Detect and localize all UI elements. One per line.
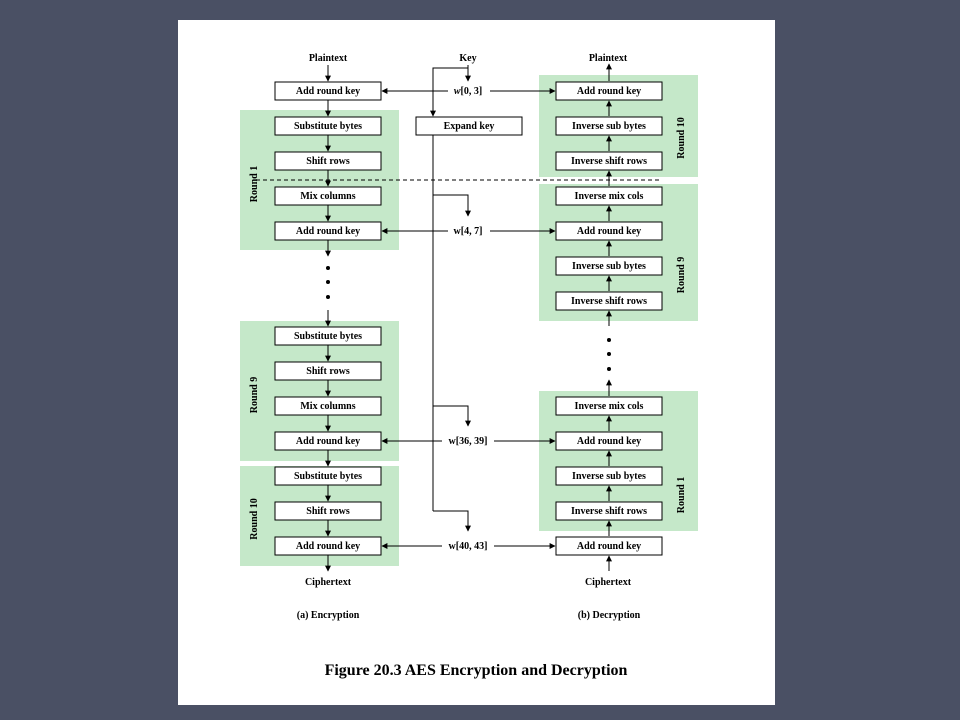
dec-round-10-label: Round 10 [676,117,687,158]
key-to-round-arrows [381,88,556,549]
key-label: Key [459,53,476,64]
key-word-36-39-range: [36, 39] [456,436,488,447]
figure-title: Figure 20.3 AES Encryption and Decryptio… [325,662,628,679]
enc-plaintext-label: Plaintext [309,53,348,64]
dec-r1-step-1-text: Inverse shift rows [571,506,647,517]
enc-r1-step-2-text: Shift rows [306,156,350,167]
dec-r9-step-2-text: Inverse sub bytes [572,261,646,272]
dec-r9-step-4-text: Inverse mix cols [575,191,644,202]
enc-r10-step-3-text: Add round key [296,541,360,552]
dec-r10-inv-sub-bytes-box [555,116,663,136]
enc-r9-step-2-text: Shift rows [306,366,350,377]
dec-r1-step-4-text: Inverse mix cols [575,401,644,412]
dec-initial-add-round-key-box [555,536,663,556]
dec-r9-step-3-text: Add round key [577,226,641,237]
dec-r1-step-3-text: Add round key [577,436,641,447]
dec-r10-step-2-text: Inverse sub bytes [572,121,646,132]
enc-r1-step-1-text: Substitute bytes [294,121,362,132]
dec-r1-add-round-key-box [555,431,663,451]
key-word-40-43: w[40, 43] [449,541,488,552]
enc-initial-add-round-key-text: Add round key [296,86,360,97]
enc-r9-step-4-text: Add round key [296,436,360,447]
enc-round-9-label: Round 9 [249,377,260,413]
aes-diagram: Round 1 Round 9 Round 10 Round 10 Round … [240,53,698,679]
enc-r10-step-2-text: Shift rows [306,506,350,517]
dec-r10-inv-shift-rows-box [555,151,663,171]
dec-ellipsis [607,338,611,371]
dec-r9-step-1-text: Inverse shift rows [571,296,647,307]
dec-r9-inv-shift-rows-box [555,291,663,311]
dec-initial-add-round-key-text: Add round key [577,541,641,552]
expand-key-box [415,116,523,136]
dec-r10-step-1-text: Inverse shift rows [571,156,647,167]
key-word-40-43-prefix: w [449,541,457,552]
enc-ellipsis [326,266,330,299]
key-word-4-7-prefix: w [454,226,462,237]
key-word-0-3: w[0, 3] [454,86,482,97]
dec-r9-inv-mix-cols-box [555,186,663,206]
enc-round-1-label: Round 1 [249,166,260,202]
dec-round-1-label: Round 1 [676,477,687,513]
encryption-caption: (a) Encryption [297,610,360,621]
dec-r1-inv-sub-bytes-box [555,466,663,486]
key-word-4-7-range: [4, 7] [461,226,483,237]
expand-key-text: Expand key [444,121,495,132]
enc-r9-step-3-text: Mix columns [300,401,355,412]
key-word-0-3-range: [0, 3] [461,86,483,97]
enc-r1-step-3-text: Mix columns [300,191,355,202]
dec-round-9-label: Round 9 [676,257,687,293]
enc-r1-step-4-text: Add round key [296,226,360,237]
enc-boxes [274,81,382,556]
dec-final-add-round-key-text: Add round key [577,86,641,97]
dec-r1-inv-shift-rows-box [555,501,663,521]
enc-r9-step-1-text: Substitute bytes [294,331,362,342]
dec-boxes [555,81,663,556]
decryption-caption: (b) Decryption [578,610,641,621]
dec-r9-inv-sub-bytes-box [555,256,663,276]
key-word-36-39: w[36, 39] [449,436,488,447]
key-word-36-39-prefix: w [449,436,457,447]
figure-page: Round 1 Round 9 Round 10 Round 10 Round … [178,20,775,705]
dec-ciphertext-label: Ciphertext [585,577,632,588]
dec-r9-add-round-key-box [555,221,663,241]
key-schedule-lines [430,65,471,532]
key-word-40-43-range: [40, 43] [456,541,488,552]
dec-plaintext-label: Plaintext [589,53,628,64]
key-word-4-7: w[4, 7] [454,226,483,237]
enc-round-10-label: Round 10 [249,498,260,539]
dec-r1-inv-mix-cols-box [555,396,663,416]
enc-ciphertext-label: Ciphertext [305,577,352,588]
dec-r1-step-2-text: Inverse sub bytes [572,471,646,482]
dec-final-add-round-key-box [555,81,663,101]
key-word-0-3-prefix: w [454,86,461,97]
enc-r10-step-1-text: Substitute bytes [294,471,362,482]
